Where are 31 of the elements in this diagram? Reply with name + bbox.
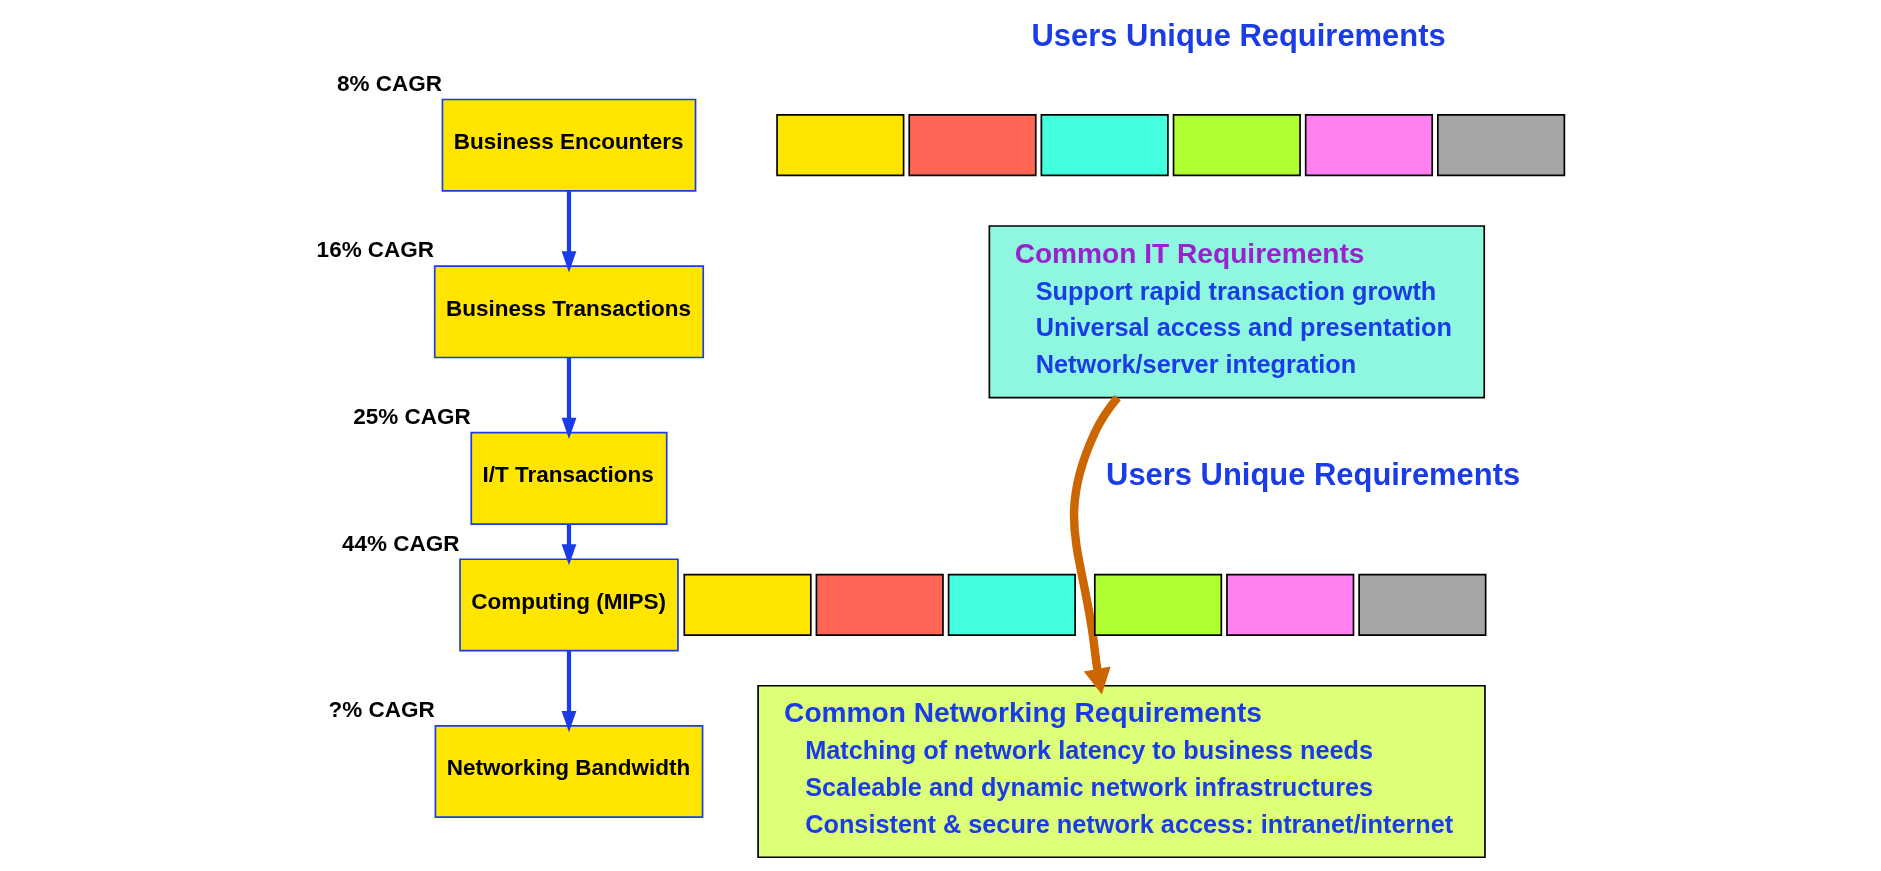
node-box: Common IT Requirements Support rapid transaction growth Universal access and presentation Network/server integration [988,225,1486,399]
node-box [1358,573,1487,636]
node-box [776,114,905,177]
node-box [815,573,944,636]
arrow [1070,394,1121,695]
node-label: 44% CAGR [341,530,460,556]
node-box: Business Encounters [441,98,697,192]
arrow [561,650,577,733]
node-box [683,573,812,636]
node-box [1093,573,1223,636]
node-box [1437,114,1566,177]
node-box [1172,114,1301,177]
node-box: Business Transactions [433,265,705,359]
node-box: Common Networking Requirements Matching of network latency to business needs Scaleable and dynamic network infrastructures Consistent & secure network access: intranet/internet [757,684,1486,859]
node-box [1304,114,1434,177]
node-label: ?% CAGR [328,697,435,723]
node-box [908,114,1037,177]
node-box: I/T Transactions [470,431,668,525]
arrow [561,357,577,439]
arrow [561,524,577,566]
node-label: 25% CAGR [353,403,471,429]
node-box [947,573,1076,636]
node-label: 8% CAGR [337,70,442,96]
node-box [1226,573,1355,636]
node-box: Computing (MIPS) [459,558,679,652]
node-box [1040,114,1169,177]
node-box: Networking Bandwidth [434,724,704,819]
arrow [561,190,577,273]
label: Users Unique Requirements [1031,17,1446,53]
node-label: 16% CAGR [316,237,435,263]
label: Users Unique Requirements [1106,456,1521,492]
